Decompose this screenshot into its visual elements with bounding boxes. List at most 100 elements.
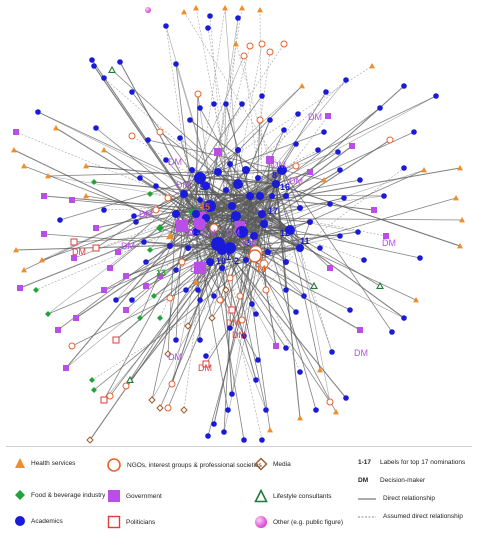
- direct-edge: [281, 151, 339, 171]
- direct-edge: [275, 183, 287, 291]
- academic-node: [301, 293, 307, 299]
- academic-node: [297, 369, 303, 375]
- health-node: [299, 83, 305, 89]
- legend-key-dm: DM Decision-maker: [358, 477, 425, 484]
- academic-node: [131, 213, 137, 219]
- government-node: [194, 218, 206, 230]
- decision-maker-label: DM: [289, 176, 303, 186]
- academic-node: [219, 265, 225, 271]
- academic-node: [35, 109, 41, 115]
- academic-node: [205, 25, 211, 31]
- direct-edge: [71, 255, 255, 347]
- direct-edge: [169, 177, 201, 237]
- direct-edge: [197, 247, 231, 291]
- legend-health-label: Health services: [31, 459, 76, 467]
- direct-edge: [275, 183, 301, 249]
- government-node: [41, 231, 47, 237]
- government-node: [273, 343, 279, 349]
- direct-edge: [221, 249, 233, 395]
- direct-edge: [175, 169, 283, 215]
- politician-node: [92, 244, 100, 252]
- academic-node: [239, 101, 245, 107]
- academic-node: [361, 257, 367, 263]
- legend-government-label: Government: [126, 492, 162, 500]
- academic-node: [206, 258, 214, 266]
- health-node: [39, 257, 45, 263]
- academic-node: [228, 202, 236, 210]
- academic-node: [180, 190, 188, 198]
- legend-ngo: NGOs, interest groups & professional soc…: [106, 457, 262, 473]
- legend-health: Health services: [14, 457, 75, 469]
- decision-maker-label: DM: [190, 264, 204, 274]
- government-node: [71, 255, 77, 261]
- food-node: [156, 224, 164, 232]
- academic-node: [249, 301, 255, 307]
- academic-node: [293, 141, 299, 147]
- academic-node: [283, 345, 289, 351]
- ngo-node: [168, 380, 176, 388]
- media-node: [148, 396, 156, 404]
- ngo-node: [292, 162, 300, 170]
- assumed-edge: [165, 25, 197, 233]
- legend-politician: Politicians: [107, 515, 155, 529]
- other-node: [145, 7, 151, 13]
- academic-node: [433, 93, 439, 99]
- food-node: [91, 179, 97, 185]
- academic-node: [93, 125, 99, 131]
- decision-maker-label: DM: [168, 157, 182, 167]
- academic-node: [411, 129, 417, 135]
- ngo-node: [122, 382, 130, 390]
- government-node: [371, 207, 377, 213]
- decision-maker-label: DM: [308, 112, 322, 122]
- academic-node: [194, 172, 206, 184]
- government-node: [235, 221, 245, 231]
- sphere-icon: [255, 516, 267, 528]
- direct-edge: [199, 169, 283, 179]
- academic-node: [241, 437, 247, 443]
- assumed-edge: [205, 247, 301, 357]
- health-node: [166, 232, 174, 240]
- health-node: [457, 243, 463, 249]
- nomination-label: 4: [205, 204, 210, 214]
- academic-node: [267, 117, 273, 123]
- ngo-node: [128, 132, 136, 140]
- health-node: [457, 165, 463, 171]
- ngo-node: [238, 316, 246, 324]
- health-node: [297, 415, 303, 421]
- academic-node: [277, 165, 287, 175]
- academic-node: [163, 23, 169, 29]
- academic-node: [89, 57, 95, 63]
- health-node: [101, 147, 107, 153]
- academic-node: [272, 180, 280, 188]
- academic-node: [177, 135, 183, 141]
- direct-edge: [281, 95, 437, 171]
- academic-node: [253, 311, 259, 317]
- academic-node: [185, 245, 191, 251]
- circle-icon: [15, 516, 25, 526]
- direct-edge: [155, 193, 185, 211]
- government-node: [63, 365, 69, 371]
- food-node: [147, 191, 153, 197]
- academic-node: [321, 129, 327, 135]
- ngo-node: [258, 40, 266, 48]
- health-node: [45, 173, 51, 179]
- legend-academic: Academics: [14, 515, 63, 527]
- academic-node: [217, 245, 227, 255]
- academic-node: [163, 157, 169, 163]
- triangle-icon: [15, 458, 25, 468]
- academic-node: [203, 353, 209, 359]
- academic-node: [231, 211, 241, 221]
- academic-node: [343, 395, 349, 401]
- academic-node: [258, 210, 266, 218]
- academic-node: [192, 228, 200, 236]
- health-node: [233, 41, 239, 47]
- nomination-label: 14: [256, 264, 266, 274]
- assumed-edge: [235, 43, 277, 185]
- direct-edge: [281, 169, 301, 249]
- health-node: [83, 163, 89, 169]
- ngo-node: [216, 296, 224, 304]
- academic-node: [117, 59, 123, 65]
- ngo-node: [266, 48, 274, 56]
- direct-edge: [41, 213, 177, 261]
